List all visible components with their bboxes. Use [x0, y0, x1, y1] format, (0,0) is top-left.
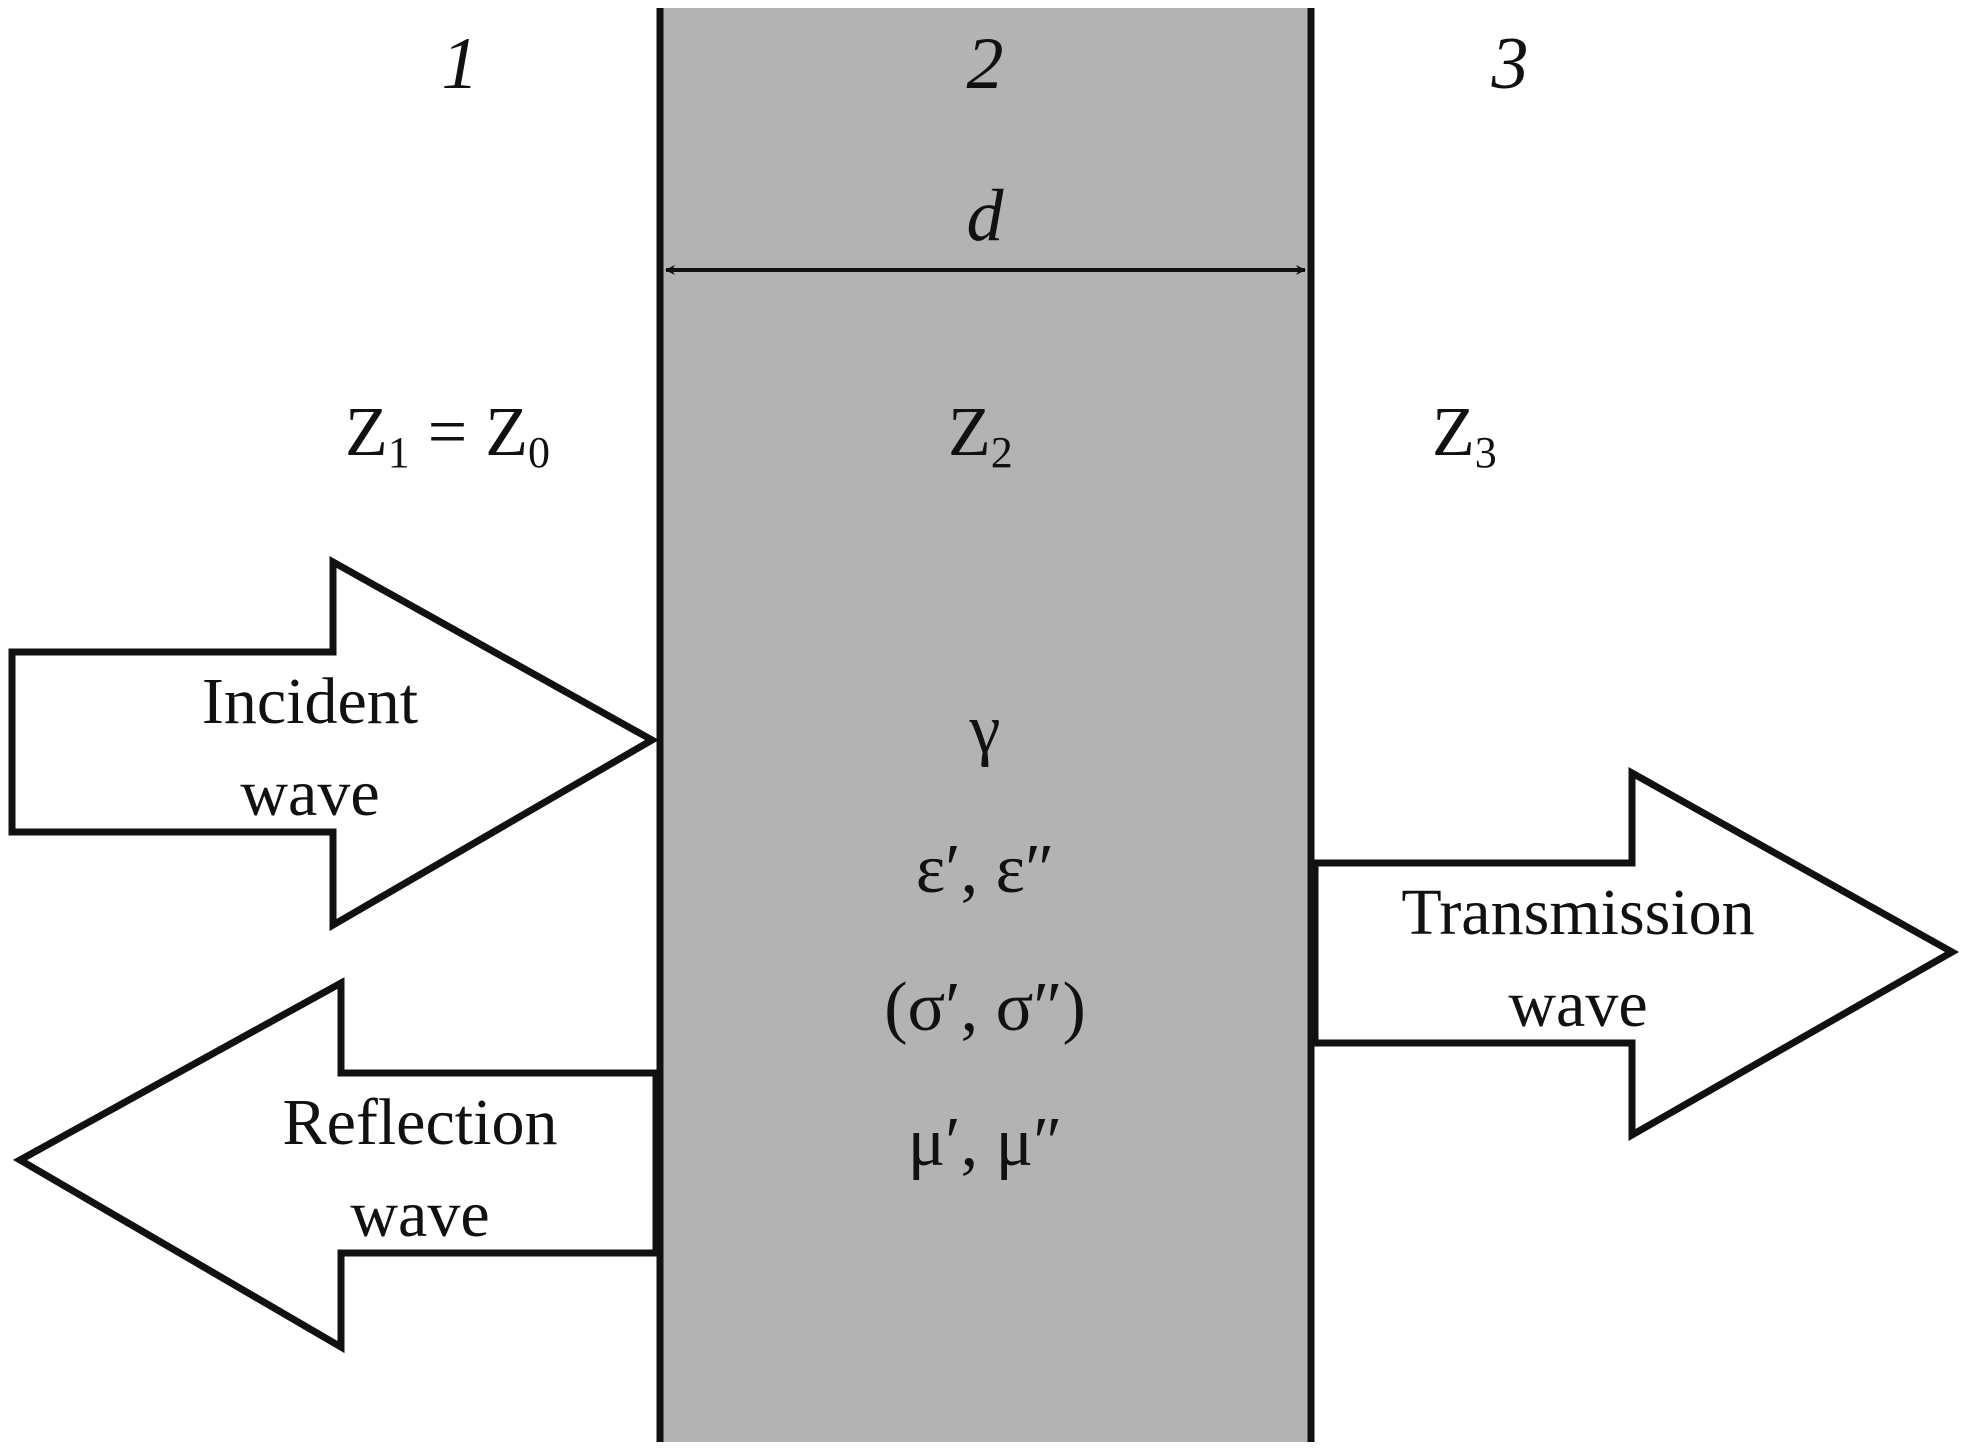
impedance-z3: Z3 [1432, 394, 1497, 477]
z1-letter: Z [345, 394, 388, 471]
transmission-wave-arrow [1311, 767, 1960, 1142]
conductivity-label: (σ′, σ″) [884, 969, 1086, 1046]
region-2-number: 2 [967, 23, 1004, 105]
z1-subscript: 1 [388, 428, 410, 477]
transmission-wave-label-line2: wave [1508, 968, 1647, 1041]
z0-subscript: 0 [528, 428, 550, 477]
thickness-label: d [967, 175, 1005, 257]
impedance-z1-z0: Z1=Z0 [345, 394, 550, 477]
impedance-z2: Z2 [948, 394, 1013, 477]
z0-letter: Z [485, 394, 528, 471]
slab-region [660, 8, 1311, 1442]
equals-sign: = [428, 394, 467, 471]
z2-subscript: 2 [991, 428, 1013, 477]
z3-subscript: 3 [1475, 428, 1497, 477]
permittivity-label: ε′, ε″ [916, 831, 1054, 908]
z2-letter: Z [948, 394, 991, 471]
reflection-wave-label-line1: Reflection [283, 1086, 558, 1159]
incident-wave-arrow [8, 556, 660, 932]
permeability-label: μ′, μ″ [908, 1104, 1063, 1181]
z3-letter: Z [1432, 394, 1475, 471]
incident-wave-label-line2: wave [240, 757, 379, 830]
reflection-wave-label-line2: wave [350, 1178, 489, 1251]
propagation-constant: γ [969, 691, 1001, 768]
reflection-wave-arrow [12, 977, 660, 1354]
region-3-number: 3 [1491, 23, 1529, 105]
transmission-wave-label-line1: Transmission [1401, 876, 1754, 949]
region-1-number: 1 [442, 23, 479, 105]
incident-wave-label-line1: Incident [202, 665, 418, 738]
